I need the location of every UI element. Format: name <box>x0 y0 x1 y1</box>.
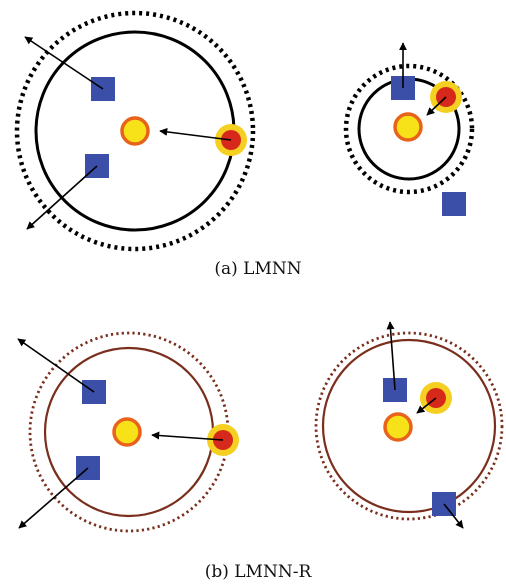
target-point <box>393 112 423 142</box>
outer-margin-circle <box>314 331 504 521</box>
push-arrow <box>17 338 95 393</box>
pull-arrow <box>416 397 437 414</box>
panel-lmnn-right <box>343 42 475 216</box>
push-arrow <box>24 36 104 90</box>
target-point <box>112 417 142 447</box>
outer-margin-circle <box>343 63 475 195</box>
inner-boundary-circle <box>321 338 497 514</box>
panel-lmnn-r-left <box>17 331 239 533</box>
panel-lmnn-r-right <box>314 321 504 529</box>
push-arrow <box>443 503 464 529</box>
target-point <box>120 116 150 146</box>
target-point <box>383 412 413 442</box>
pull-arrow <box>151 431 224 441</box>
push-arrow <box>18 467 89 529</box>
pull-arrow <box>159 127 232 141</box>
caption-lmnn: (a) LMNN <box>214 259 302 279</box>
impostor-square <box>442 192 466 216</box>
push-arrow <box>386 321 396 391</box>
outer-margin-circle <box>14 10 256 252</box>
panel-lmnn-left <box>14 10 256 252</box>
caption-lmnn-r: (b) LMNN-R <box>204 562 312 582</box>
push-arrow <box>26 165 98 230</box>
pull-arrow <box>426 96 447 116</box>
